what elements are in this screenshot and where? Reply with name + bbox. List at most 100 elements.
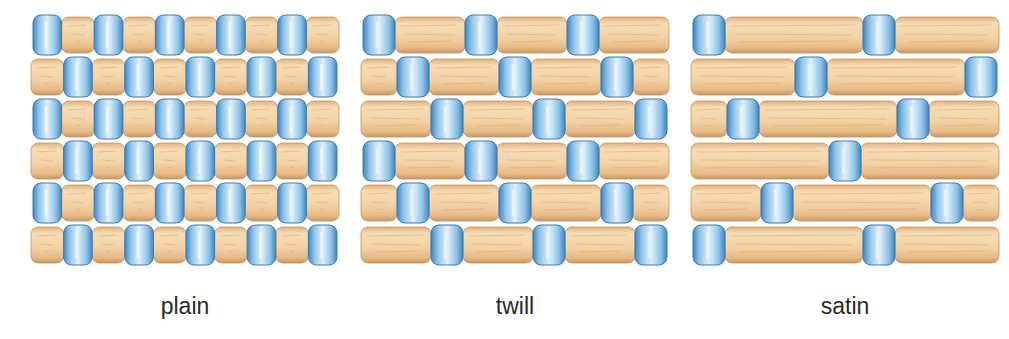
weave-panel bbox=[691, 15, 999, 265]
fibre-texture bbox=[511, 167, 553, 168]
weft-float bbox=[691, 59, 795, 95]
warp-highlight bbox=[478, 148, 480, 174]
weft-float bbox=[361, 59, 397, 95]
fibre-texture bbox=[469, 235, 525, 236]
weave-label: satin bbox=[821, 293, 870, 321]
fibre-texture bbox=[647, 83, 655, 84]
fibre-texture bbox=[375, 125, 417, 126]
fibre-texture bbox=[371, 202, 386, 203]
fibre-texture bbox=[443, 83, 485, 84]
warp-highlight bbox=[320, 64, 322, 90]
fibre-texture bbox=[159, 235, 178, 236]
weft-float bbox=[184, 185, 217, 221]
warp-thread bbox=[601, 183, 633, 223]
warp-thread bbox=[567, 141, 599, 181]
fibre-texture bbox=[68, 25, 87, 26]
weft-float bbox=[306, 17, 339, 53]
warp-highlight bbox=[259, 148, 261, 174]
warp-thread bbox=[727, 99, 759, 139]
fibre-texture bbox=[837, 76, 954, 77]
fibre-texture bbox=[76, 209, 81, 210]
warp-highlight bbox=[167, 22, 169, 48]
weft-float bbox=[92, 59, 125, 95]
warp-thread bbox=[278, 183, 307, 223]
weft-float bbox=[153, 59, 186, 95]
fibre-texture bbox=[405, 160, 454, 161]
fibre-texture bbox=[225, 160, 237, 161]
weft-float bbox=[92, 227, 125, 263]
weft-float bbox=[153, 227, 186, 263]
warp-highlight bbox=[137, 64, 139, 90]
fibre-texture bbox=[605, 151, 661, 152]
weft-float bbox=[123, 185, 156, 221]
warp-highlight bbox=[978, 64, 980, 90]
warp-thread bbox=[693, 225, 725, 265]
warp-thread bbox=[795, 57, 827, 97]
weft-float bbox=[531, 185, 601, 221]
fibre-texture bbox=[807, 209, 917, 210]
fibre-texture bbox=[503, 25, 559, 26]
warp-thread bbox=[33, 183, 62, 223]
warp-thread bbox=[431, 225, 463, 265]
warp-highlight bbox=[876, 232, 878, 258]
warp-highlight bbox=[45, 190, 47, 216]
fibre-texture bbox=[773, 125, 883, 126]
warp-thread bbox=[829, 141, 861, 181]
weft-float bbox=[245, 101, 278, 137]
fibre-texture bbox=[541, 76, 590, 77]
fibre-texture bbox=[473, 118, 522, 119]
weft-float bbox=[463, 227, 533, 263]
fibre-texture bbox=[76, 41, 81, 42]
warp-highlight bbox=[290, 190, 292, 216]
weft-float bbox=[306, 101, 339, 137]
warp-highlight bbox=[259, 64, 261, 90]
weft-float bbox=[633, 59, 669, 95]
weft-float bbox=[31, 227, 64, 263]
fibre-texture bbox=[312, 109, 331, 110]
warp-thread bbox=[863, 225, 895, 265]
weft-float bbox=[184, 101, 217, 137]
fibre-texture bbox=[803, 202, 920, 203]
fibre-texture bbox=[705, 83, 781, 84]
fibre-texture bbox=[643, 202, 658, 203]
warp-thread bbox=[431, 99, 463, 139]
warp-highlight bbox=[106, 190, 108, 216]
fibre-texture bbox=[503, 151, 559, 152]
fibre-texture bbox=[477, 251, 519, 252]
fibre-texture bbox=[511, 41, 553, 42]
fibre-texture bbox=[697, 109, 719, 110]
warp-thread bbox=[363, 15, 395, 55]
fibre-texture bbox=[190, 25, 209, 26]
weft-float bbox=[633, 185, 669, 221]
warp-thread bbox=[499, 183, 531, 223]
weft-float bbox=[691, 185, 761, 221]
fibre-texture bbox=[701, 202, 750, 203]
warp-thread bbox=[155, 99, 184, 139]
weft-float bbox=[215, 143, 248, 179]
warp-thread bbox=[125, 225, 154, 265]
fibre-texture bbox=[194, 34, 206, 35]
fibre-texture bbox=[613, 41, 655, 42]
warp-highlight bbox=[137, 148, 139, 174]
fibre-texture bbox=[133, 118, 145, 119]
warp-highlight bbox=[876, 22, 878, 48]
fibre-texture bbox=[609, 34, 658, 35]
fibre-texture bbox=[190, 109, 209, 110]
warp-highlight bbox=[75, 232, 77, 258]
fibre-texture bbox=[102, 160, 114, 161]
fibre-texture bbox=[739, 251, 849, 252]
fibre-texture bbox=[909, 251, 985, 252]
fibre-texture bbox=[875, 167, 985, 168]
fibre-texture bbox=[571, 109, 627, 110]
weft-float bbox=[895, 227, 999, 263]
warp-thread bbox=[64, 57, 93, 97]
fibre-texture bbox=[41, 244, 53, 245]
warp-highlight bbox=[614, 64, 616, 90]
warp-highlight bbox=[259, 232, 261, 258]
fibre-texture bbox=[102, 244, 114, 245]
warp-thread bbox=[94, 183, 123, 223]
warp-highlight bbox=[198, 64, 200, 90]
fibre-texture bbox=[871, 160, 988, 161]
fibre-texture bbox=[68, 109, 87, 110]
fibre-texture bbox=[867, 151, 991, 152]
